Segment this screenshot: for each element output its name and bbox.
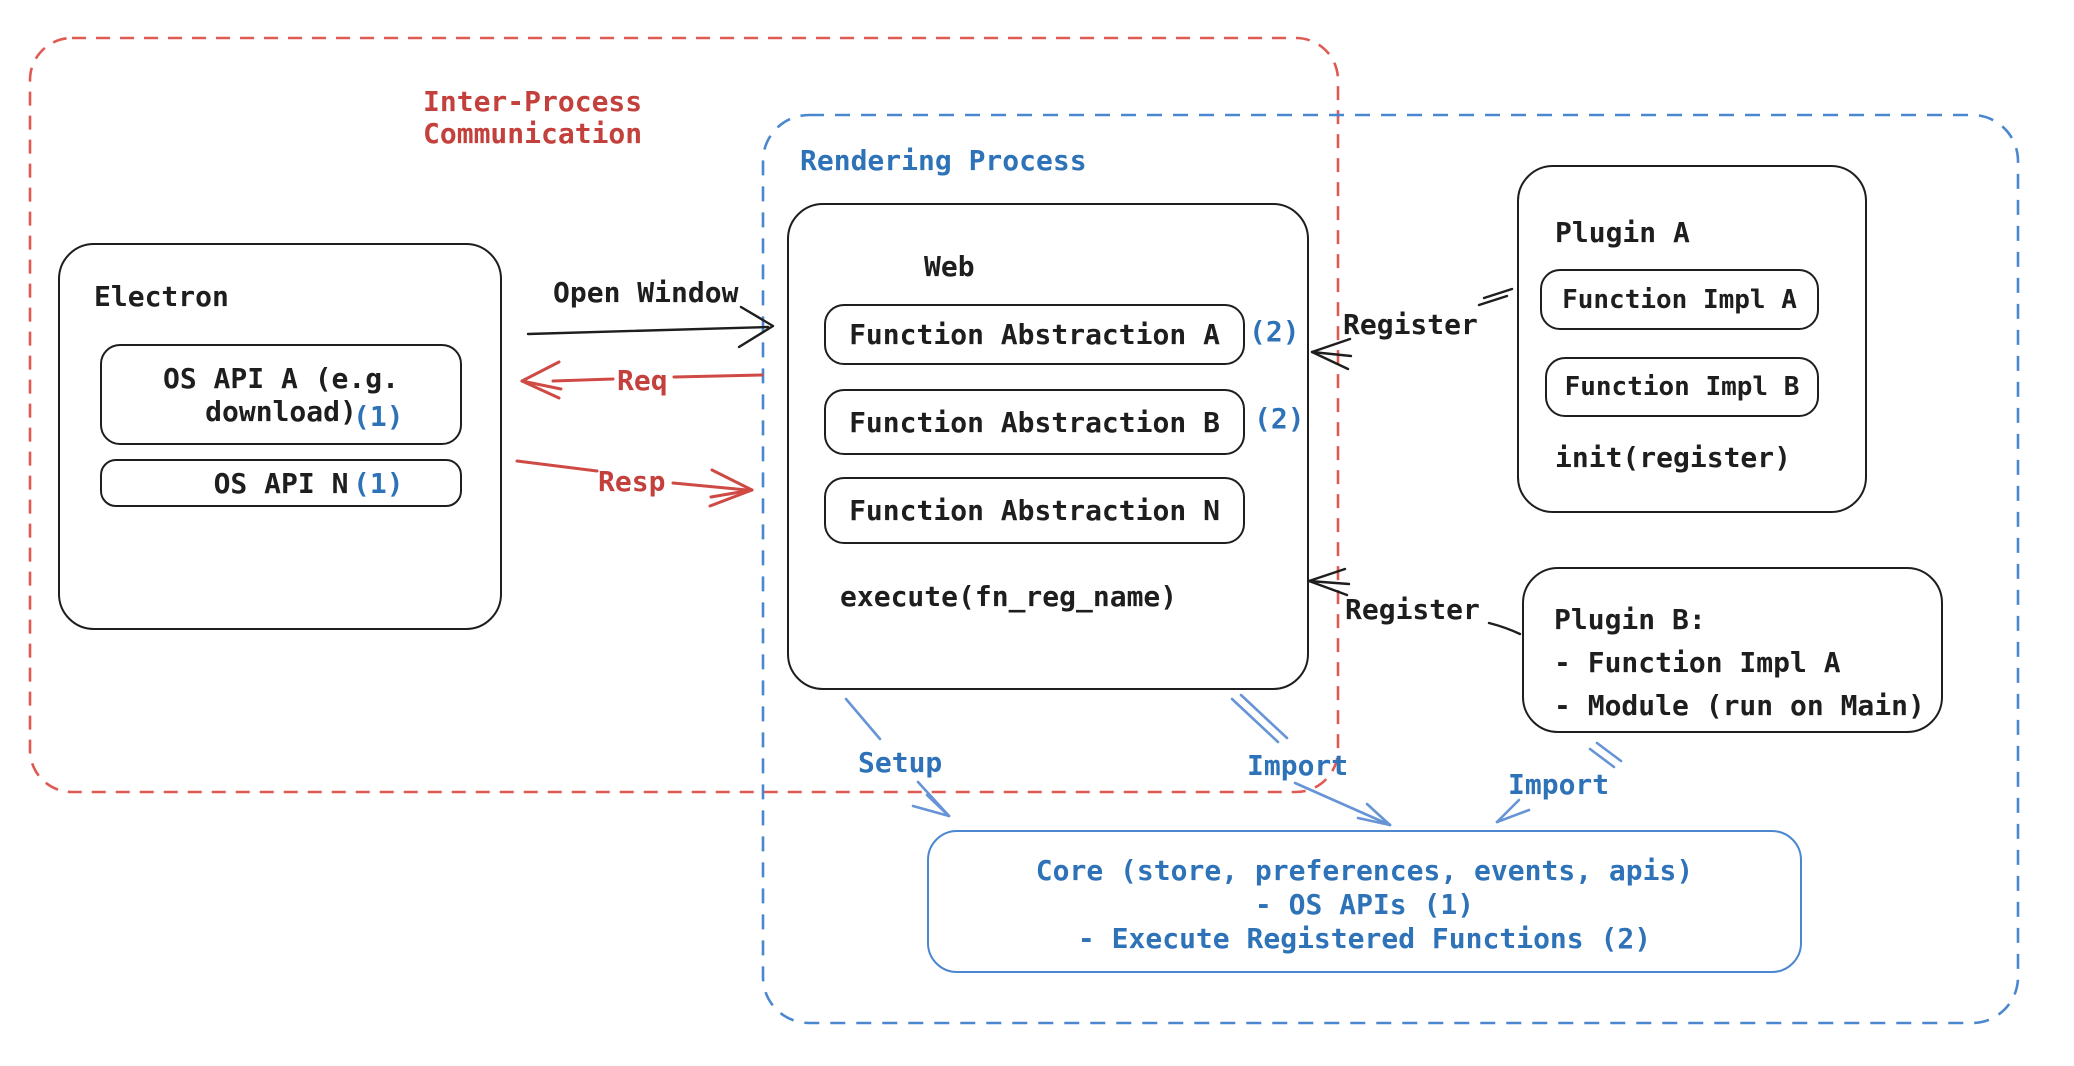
plugin-a-title: Plugin A xyxy=(1555,216,1690,249)
resp-label: Resp xyxy=(598,465,666,498)
setup-label: Setup xyxy=(858,746,943,779)
plugin-b-box: Plugin B: - Function Impl A - Module (ru… xyxy=(1522,567,1943,733)
os-api-a-box: OS API A (e.g.download) xyxy=(100,344,462,445)
ipc-region-label: Inter-Process Communication xyxy=(423,85,643,150)
function-abstraction-b-badge: (2) xyxy=(1254,402,1305,435)
plugin-b-content: Plugin B: - Function Impl A - Module (ru… xyxy=(1554,603,1925,722)
function-abstraction-a-badge: (2) xyxy=(1249,315,1300,348)
import-plugin-label: Import xyxy=(1508,768,1610,801)
resp-arrow xyxy=(515,459,754,508)
req-label: Req xyxy=(617,364,668,397)
os-api-a-label: OS API A (e.g.download) xyxy=(162,361,399,428)
register-a-label: Register xyxy=(1343,308,1478,341)
os-api-n-box: OS API N xyxy=(100,459,462,507)
req-arrow xyxy=(520,360,764,400)
function-abstraction-n-label: Function Abstraction N xyxy=(849,494,1220,527)
register-b-arrow xyxy=(1307,567,1522,636)
open-window-arrow xyxy=(526,305,775,349)
execute-label: execute(fn_reg_name) xyxy=(840,580,1178,613)
rendering-process-label: Rendering Process xyxy=(800,144,1087,177)
rendering-process-region-border xyxy=(761,113,2020,1025)
function-impl-a-label: Function Impl A xyxy=(1562,284,1797,315)
core-content: Core (store, preferences, events, apis) … xyxy=(1035,854,1694,955)
function-abstraction-b-label: Function Abstraction B xyxy=(849,405,1220,439)
function-impl-b-box: Function Impl B xyxy=(1545,357,1819,417)
register-a-arrow xyxy=(1310,287,1514,371)
function-impl-b-label: Function Impl B xyxy=(1564,372,1800,402)
ipc-region-border xyxy=(28,36,1340,794)
os-api-n-label: OS API N xyxy=(213,466,349,500)
core-box: Core (store, preferences, events, apis) … xyxy=(927,830,1802,973)
import-plugin-arrow xyxy=(1495,741,1623,824)
web-title: Web xyxy=(924,250,975,283)
open-window-label: Open Window xyxy=(553,276,739,309)
import-web-label: Import xyxy=(1247,749,1349,782)
function-impl-a-box: Function Impl A xyxy=(1540,269,1819,330)
function-abstraction-b-box: Function Abstraction B xyxy=(824,389,1245,455)
web-box: Web Function Abstraction A (2) Function … xyxy=(787,203,1309,690)
plugin-a-box: Plugin A Function Impl A Function Impl B… xyxy=(1517,165,1867,513)
electron-box: Electron OS API A (e.g.download) (1) OS … xyxy=(58,243,502,630)
os-api-a-badge: (1) xyxy=(353,400,404,433)
import-web-arrow xyxy=(1230,693,1392,827)
register-b-label: Register xyxy=(1345,593,1480,626)
function-abstraction-n-box: Function Abstraction N xyxy=(824,477,1245,544)
electron-title: Electron xyxy=(94,280,229,313)
setup-arrow xyxy=(844,697,951,818)
init-register-label: init(register) xyxy=(1555,441,1792,474)
function-abstraction-a-label: Function Abstraction A xyxy=(849,318,1220,351)
function-abstraction-a-box: Function Abstraction A xyxy=(824,304,1245,365)
os-api-n-badge: (1) xyxy=(353,467,404,500)
